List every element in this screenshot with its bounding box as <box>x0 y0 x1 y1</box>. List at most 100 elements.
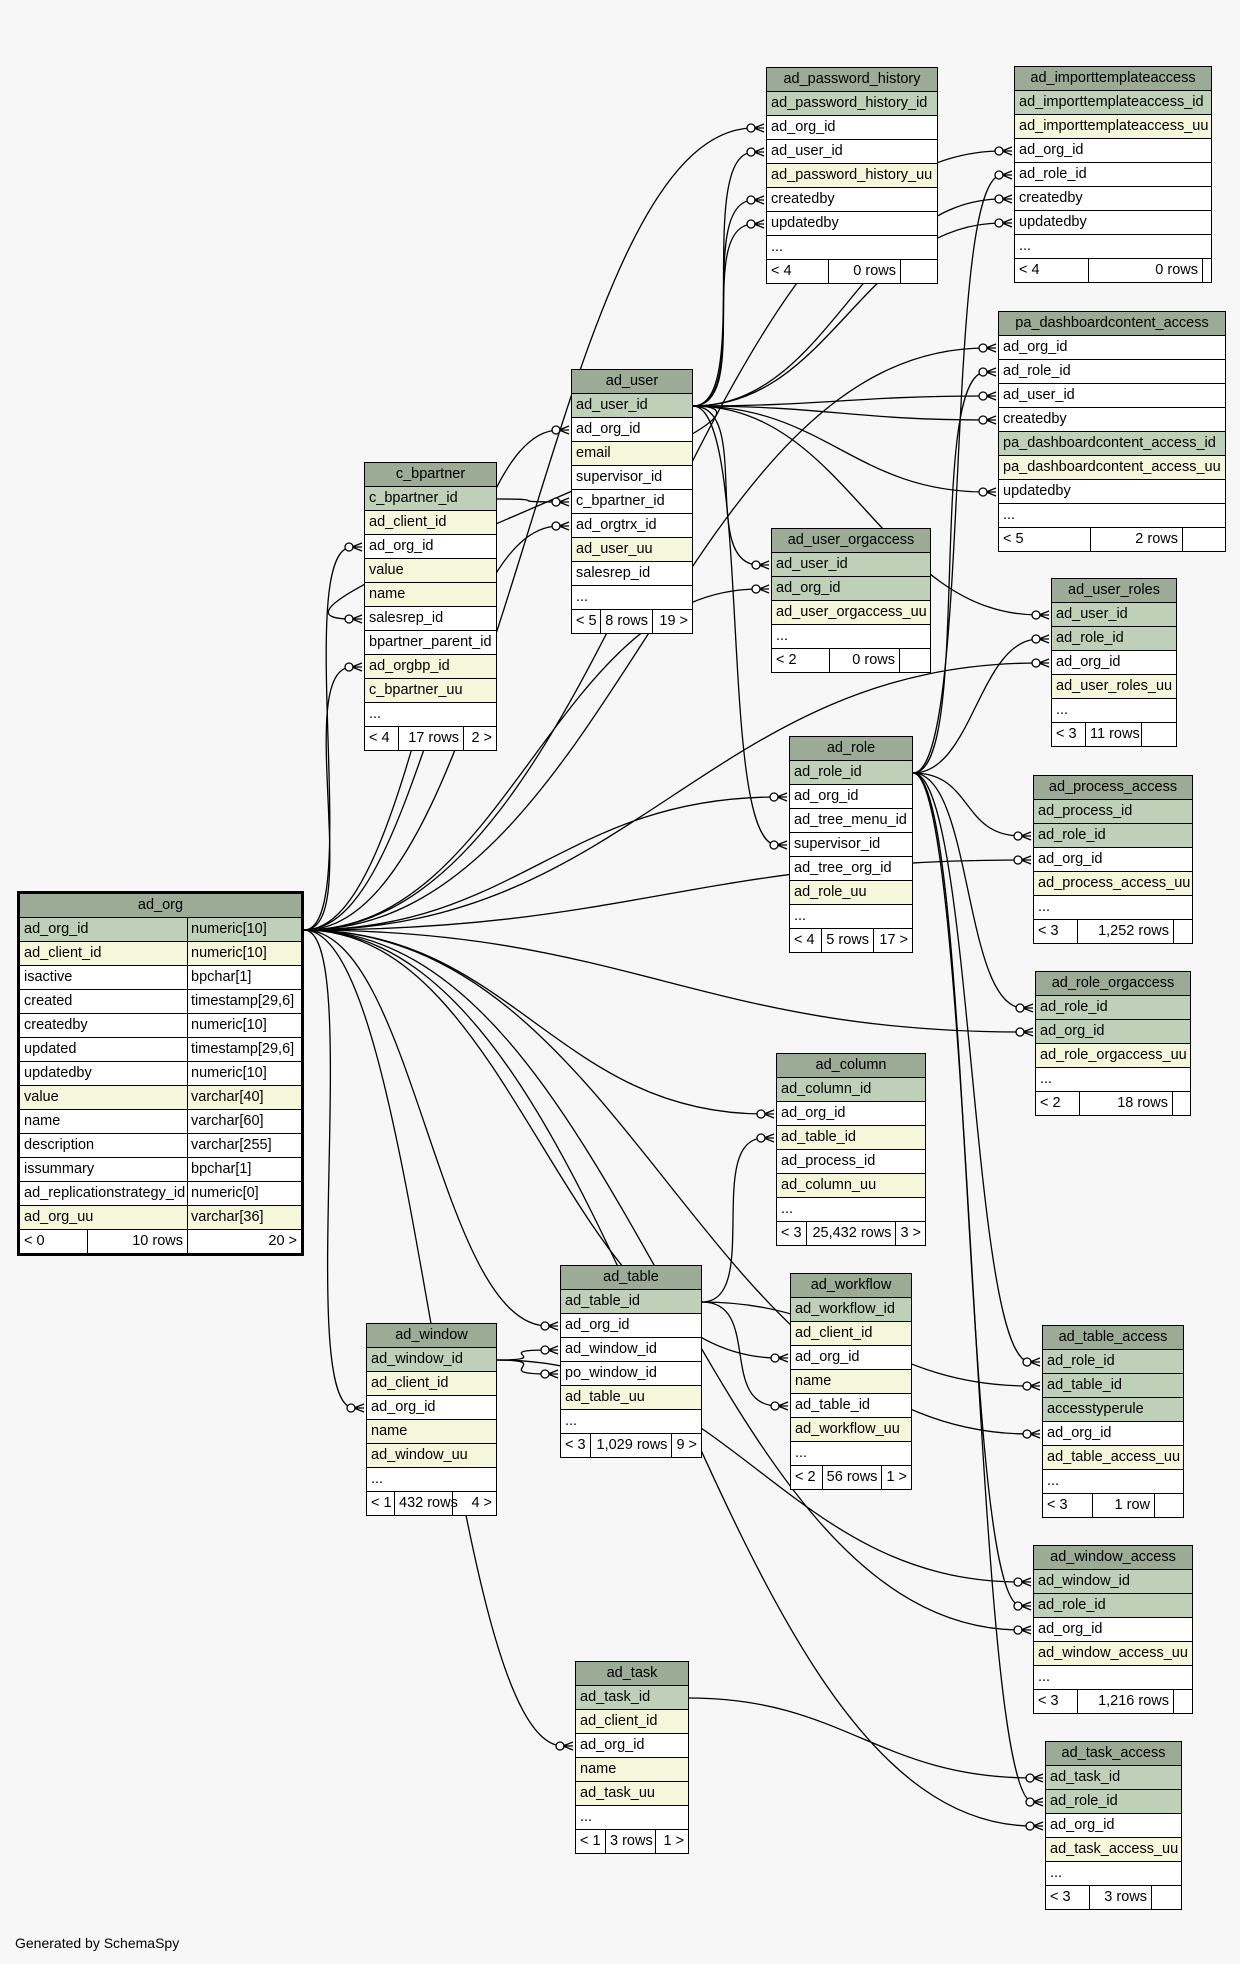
children-link[interactable]: 3 > <box>900 1225 921 1241</box>
optional-marker <box>978 487 988 497</box>
children-link[interactable]: 9 > <box>676 1437 697 1453</box>
parents-link[interactable]: < 1 <box>576 1830 606 1853</box>
parents-link[interactable]: < 4 <box>365 727 399 750</box>
column-name: ... <box>572 586 692 610</box>
children-link[interactable] <box>1174 1690 1192 1713</box>
column-name: ad_org_id <box>1015 139 1211 163</box>
children-link[interactable] <box>1152 1886 1181 1909</box>
column-name: ad_replicationstrategy_id <box>20 1182 188 1205</box>
children-link[interactable] <box>1173 1092 1190 1115</box>
crows-foot-marker <box>562 1741 574 1751</box>
table-title: ad_user_roles <box>1052 579 1176 603</box>
optional-marker <box>540 1321 550 1331</box>
column-name: ad_org_id <box>767 116 937 140</box>
parents-link[interactable]: < 3 <box>1043 1494 1093 1517</box>
column-name: ad_window_access_uu <box>1034 1642 1192 1666</box>
parents-link[interactable]: < 2 <box>772 649 830 672</box>
parents-link[interactable]: < 4 <box>767 260 829 283</box>
parents-link[interactable]: < 0 <box>20 1230 88 1253</box>
parents-link[interactable]: < 3 <box>1034 920 1078 943</box>
row-count: 11 rows <box>1086 723 1142 746</box>
relationship-line <box>496 498 560 503</box>
column-name: ... <box>1046 1862 1181 1886</box>
parents-link[interactable]: < 3 <box>1034 1690 1078 1713</box>
children-link[interactable] <box>1203 259 1211 282</box>
column-name: ad_workflow_id <box>791 1298 911 1322</box>
optional-marker <box>344 662 354 672</box>
column-name: createdby <box>20 1014 188 1037</box>
relationship-line <box>303 796 778 931</box>
parents-link[interactable]: < 1 <box>367 1492 395 1515</box>
optional-marker <box>994 218 1004 228</box>
children-link[interactable]: 19 > <box>659 613 688 629</box>
relationship-line <box>303 929 1024 1033</box>
column-name: ad_importtemplateaccess_id <box>1015 91 1211 115</box>
children-link[interactable]: 20 > <box>268 1233 297 1249</box>
optional-marker <box>551 497 561 507</box>
parents-link[interactable]: < 3 <box>1052 723 1086 746</box>
children-link[interactable] <box>1183 528 1225 551</box>
parents-link[interactable]: < 3 <box>1046 1886 1090 1909</box>
column-name: ad_org_id <box>777 1102 925 1126</box>
crows-foot-marker <box>547 1321 559 1331</box>
relationship-line <box>912 371 987 774</box>
parents-link[interactable]: < 4 <box>1015 259 1090 282</box>
column-type: varchar[60] <box>191 1113 264 1129</box>
column-name: ad_org_id <box>367 1396 496 1420</box>
parents-link[interactable]: < 5 <box>999 528 1091 551</box>
row-count: 0 rows <box>829 260 901 283</box>
parents-link[interactable]: < 4 <box>790 929 822 952</box>
column-name: pa_dashboardcontent_access_uu <box>999 456 1225 480</box>
column-type: numeric[10] <box>191 945 267 961</box>
column-name: ad_org_id <box>790 785 912 809</box>
children-link[interactable] <box>1174 920 1192 943</box>
row-count: 432 rows <box>395 1492 458 1515</box>
column-name: ad_column_uu <box>777 1174 925 1198</box>
column-name: bpartner_parent_id <box>365 631 496 655</box>
optional-marker <box>1025 1797 1035 1807</box>
relationship-line <box>701 1137 765 1303</box>
parents-link[interactable]: < 5 <box>572 610 601 633</box>
table-title: ad_importtemplateaccess <box>1015 67 1211 91</box>
row-count: 10 rows <box>88 1230 188 1253</box>
crows-foot-marker <box>547 1345 559 1355</box>
parents-link[interactable]: < 2 <box>1036 1092 1080 1115</box>
relationship-line <box>912 174 1003 774</box>
parents-link[interactable]: < 3 <box>561 1434 591 1457</box>
column-name: ad_client_id <box>365 511 496 535</box>
table-title: ad_password_history <box>767 68 937 92</box>
optional-marker <box>1015 1027 1025 1037</box>
column-name: ad_org_id <box>572 418 692 442</box>
children-link[interactable]: 2 > <box>471 730 492 746</box>
column-name: ad_table_access_uu <box>1043 1446 1183 1470</box>
children-link[interactable]: 1 > <box>886 1469 907 1485</box>
children-link[interactable] <box>901 260 937 283</box>
children-link[interactable]: 4 > <box>471 1495 492 1511</box>
optional-marker <box>769 792 779 802</box>
children-link[interactable] <box>1142 723 1176 746</box>
relationship-line <box>912 772 1024 1009</box>
column-name: ad_process_access_uu <box>1034 872 1192 896</box>
column-name: ad_org_id <box>365 535 496 559</box>
relationship-line <box>688 1697 1034 1779</box>
column-name: createdby <box>767 188 937 212</box>
children-link[interactable]: 17 > <box>879 932 908 948</box>
optional-marker <box>756 1133 766 1143</box>
children-link[interactable] <box>900 649 930 672</box>
column-name: ad_role_id <box>790 761 912 785</box>
column-name: ad_window_id <box>1034 1570 1192 1594</box>
children-link[interactable]: 1 > <box>663 1833 684 1849</box>
column-name: ad_org_id <box>791 1346 911 1370</box>
crows-foot-marker <box>777 1401 789 1411</box>
parents-link[interactable]: < 2 <box>791 1466 823 1489</box>
column-name: ad_user_id <box>572 394 692 418</box>
children-link[interactable] <box>1155 1494 1183 1517</box>
parents-link[interactable]: < 3 <box>777 1222 807 1245</box>
